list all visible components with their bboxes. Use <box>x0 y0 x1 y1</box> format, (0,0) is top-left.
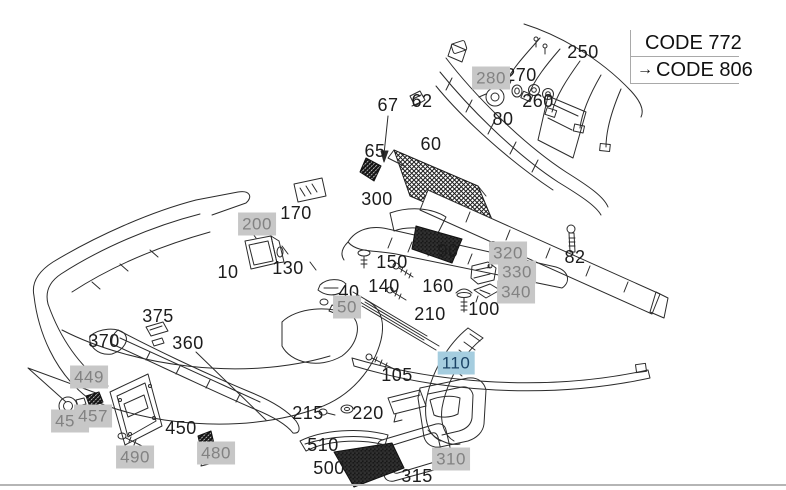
part-label-500[interactable]: 500 <box>313 458 345 478</box>
part-trim-strip <box>195 351 651 421</box>
part-label-280[interactable]: 280 <box>472 66 510 90</box>
part-label-315[interactable]: 315 <box>401 466 433 486</box>
part-label-360[interactable]: 360 <box>172 333 204 353</box>
part-label-270[interactable]: 270 <box>505 65 537 85</box>
part-label-130[interactable]: 130 <box>272 258 304 278</box>
code-row-772: CODE 772 <box>631 30 742 57</box>
part-label-200[interactable]: 200 <box>238 212 276 236</box>
part-label-220[interactable]: 220 <box>352 403 384 423</box>
part-air-duct <box>417 377 487 448</box>
part-label-60[interactable]: 60 <box>420 134 442 154</box>
part-label-510[interactable]: 510 <box>307 435 339 455</box>
part-label-300[interactable]: 300 <box>361 189 393 209</box>
part-label-50[interactable]: 50 <box>333 295 361 319</box>
part-label-170[interactable]: 170 <box>280 203 312 223</box>
part-label-215[interactable]: 215 <box>292 403 324 423</box>
part-label-370[interactable]: 370 <box>88 331 120 351</box>
part-label-62[interactable]: 62 <box>411 91 433 111</box>
part-label-105[interactable]: 105 <box>381 365 413 385</box>
part-label-160[interactable]: 160 <box>422 276 454 296</box>
part-label-65[interactable]: 65 <box>364 141 386 161</box>
part-front-spoiler <box>111 329 300 434</box>
part-label-457[interactable]: 457 <box>74 404 112 428</box>
part-label-67[interactable]: 67 <box>377 95 399 115</box>
part-label-330[interactable]: 330 <box>498 260 536 284</box>
part-label-490[interactable]: 490 <box>116 445 154 469</box>
part-label-310[interactable]: 310 <box>432 447 470 471</box>
part-corner-grille <box>389 208 463 264</box>
part-upper-carrier <box>435 43 609 216</box>
part-label-260[interactable]: 260 <box>522 91 554 111</box>
part-label-10[interactable]: 10 <box>217 262 239 282</box>
part-label-140[interactable]: 140 <box>368 276 400 296</box>
code-806-text: CODE 806 <box>656 58 753 81</box>
part-label-449[interactable]: 449 <box>70 365 108 389</box>
part-control-module <box>244 235 285 270</box>
part-label-90[interactable]: 90 <box>437 241 459 261</box>
bottom-rule <box>0 484 786 486</box>
part-label-110[interactable]: 110 <box>437 351 475 375</box>
part-label-480[interactable]: 480 <box>197 441 235 465</box>
right-arrow-icon: → <box>637 61 653 78</box>
part-label-80[interactable]: 80 <box>492 109 514 129</box>
part-label-250[interactable]: 250 <box>567 42 599 62</box>
part-label-320[interactable]: 320 <box>489 241 527 265</box>
code-row-806: → CODE 806 <box>631 57 753 84</box>
part-clips-upper <box>359 90 426 182</box>
part-label-340[interactable]: 340 <box>497 280 535 304</box>
part-label-82[interactable]: 82 <box>564 247 586 267</box>
part-lower-mesh-and-strip <box>299 404 405 488</box>
code-772-text: CODE 772 <box>645 31 742 54</box>
code-box: CODE 772 → CODE 806 <box>630 30 753 84</box>
part-label-100[interactable]: 100 <box>468 299 500 319</box>
part-impact-bar <box>419 189 669 319</box>
part-sensors-top <box>478 84 554 107</box>
part-label-150[interactable]: 150 <box>376 252 408 272</box>
part-label-450[interactable]: 450 <box>165 418 197 438</box>
part-label-375[interactable]: 375 <box>142 306 174 326</box>
part-label-210[interactable]: 210 <box>414 304 446 324</box>
